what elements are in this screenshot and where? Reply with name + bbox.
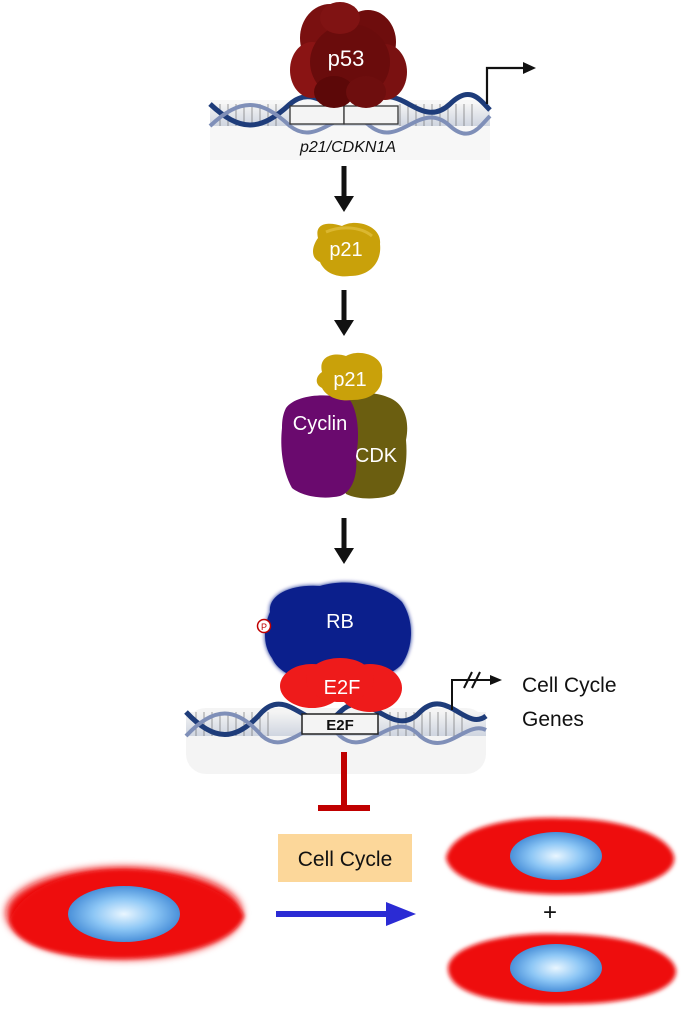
arrow-p21-to-complex — [334, 290, 354, 336]
cdk-label: CDK — [355, 445, 398, 467]
plus-sign: + — [543, 899, 557, 926]
bottom-dna-strand: E2F — [184, 701, 488, 774]
division-arrow — [276, 902, 416, 926]
arrow-gene-to-p21 — [334, 166, 354, 212]
parent-cell — [6, 867, 244, 959]
daughter-cell-top-nucleus — [510, 832, 602, 880]
rb-label: RB — [326, 611, 354, 633]
cell-cycle-genes-line1: Cell Cycle — [522, 674, 617, 697]
daughter-cell-bottom-nucleus — [510, 944, 602, 992]
p21-bound-protein: p21 — [316, 352, 383, 401]
p21-bound-label: p21 — [333, 369, 366, 391]
daughter-cell-top — [446, 817, 675, 895]
p53-label: p53 — [328, 46, 365, 71]
cyclin-cdk-p21-complex: CDK Cyclin p21 — [281, 352, 408, 499]
p21-label: p21 — [329, 239, 362, 261]
p53-tetramer: p53 — [290, 2, 407, 108]
phosphate-marker: P — [256, 618, 272, 634]
e2f-site-label: E2F — [326, 717, 354, 734]
parent-cell-nucleus — [68, 886, 180, 942]
cell-cycle-genes-line2: Genes — [522, 708, 584, 731]
e2f-protein-label: E2F — [324, 677, 361, 699]
phosphate-label: P — [261, 622, 267, 632]
gene-label: p21/CDKN1A — [299, 139, 396, 156]
cell-cycle-box-label: Cell Cycle — [298, 848, 393, 871]
arrow-complex-to-rb — [334, 518, 354, 564]
top-transcription-start-arrow — [485, 62, 536, 104]
p21-protein: p21 — [313, 222, 381, 277]
daughter-cell-bottom — [448, 933, 677, 1005]
top-dna-strand — [208, 91, 492, 160]
rb-protein: RB — [265, 582, 411, 680]
cell-cycle-box: Cell Cycle — [278, 834, 412, 882]
blocked-transcription-arrow — [451, 671, 502, 710]
inhibition-bar — [318, 752, 370, 811]
cyclin-protein: Cyclin — [281, 395, 358, 498]
e2f-protein: E2F — [280, 658, 402, 712]
cyclin-label: Cyclin — [293, 413, 347, 435]
